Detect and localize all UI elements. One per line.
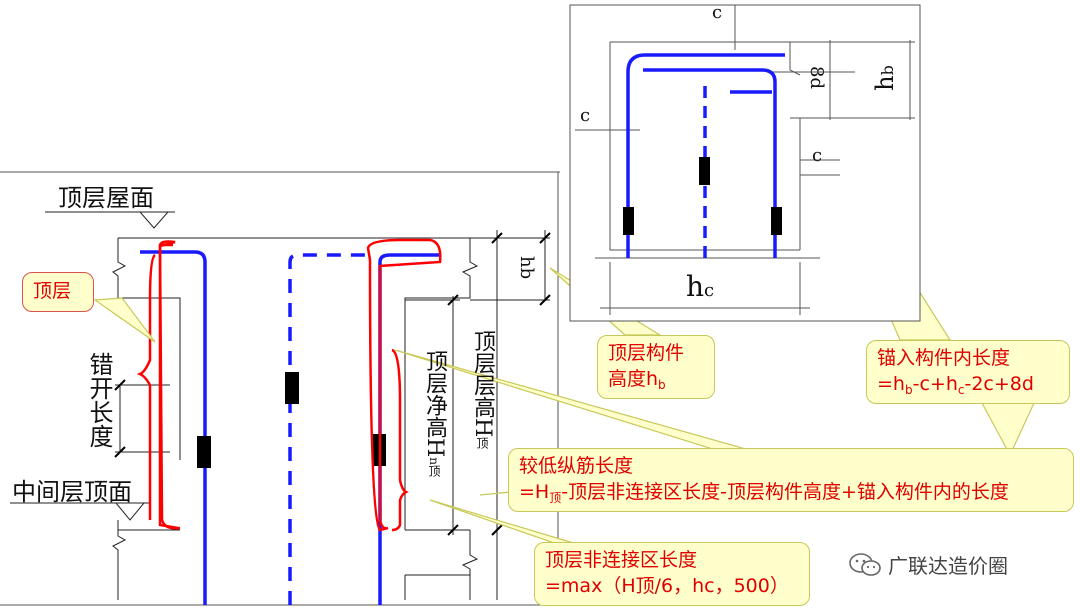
top-height-label: 顶层层高H顶	[470, 330, 495, 450]
red-highlights	[136, 238, 442, 532]
hb-detail-label: hb	[870, 65, 899, 91]
top-clear-height-label: 顶层净高Hn顶	[422, 350, 447, 477]
stagger-length-label: 错开长度	[85, 352, 113, 448]
rebars	[140, 250, 440, 605]
mid-top-label: 中间层顶面	[12, 478, 132, 506]
watermark-text: 广联达造价圈	[888, 554, 1008, 578]
wechat-icon	[849, 552, 881, 576]
left-frame	[0, 171, 560, 606]
callout-top-layer: 顶层	[22, 272, 94, 312]
dimension-ticks	[114, 232, 551, 536]
callout-member-height: 顶层构件 高度hb	[597, 335, 715, 399]
c-left-label: c	[580, 105, 591, 126]
eight-d-label: 8d	[806, 66, 827, 89]
c-right-label: c	[812, 145, 823, 166]
callout-anchor-length: 锚入构件内长度 =hb-c+hc-2c+8d	[866, 340, 1070, 404]
callout-lower-bar-length: 较低纵筋长度 =H顶-顶层非连接区长度-顶层构件高度+锚入构件内的长度	[508, 448, 1074, 512]
hc-label: hc	[686, 270, 715, 303]
callout-nonconnection-length: 顶层非连接区长度 =max（H顶/6，hc，500）	[534, 542, 810, 606]
hb-left-label: hb	[516, 256, 537, 280]
detail-rebars	[626, 53, 785, 258]
detail-frame	[569, 4, 921, 322]
detail-couplers	[623, 157, 782, 235]
c-top-label: c	[712, 2, 723, 23]
watermark: 广联达造价圈	[848, 550, 1008, 579]
roof-top-label: 顶层屋面	[58, 184, 154, 212]
structure-lines	[10, 211, 550, 600]
